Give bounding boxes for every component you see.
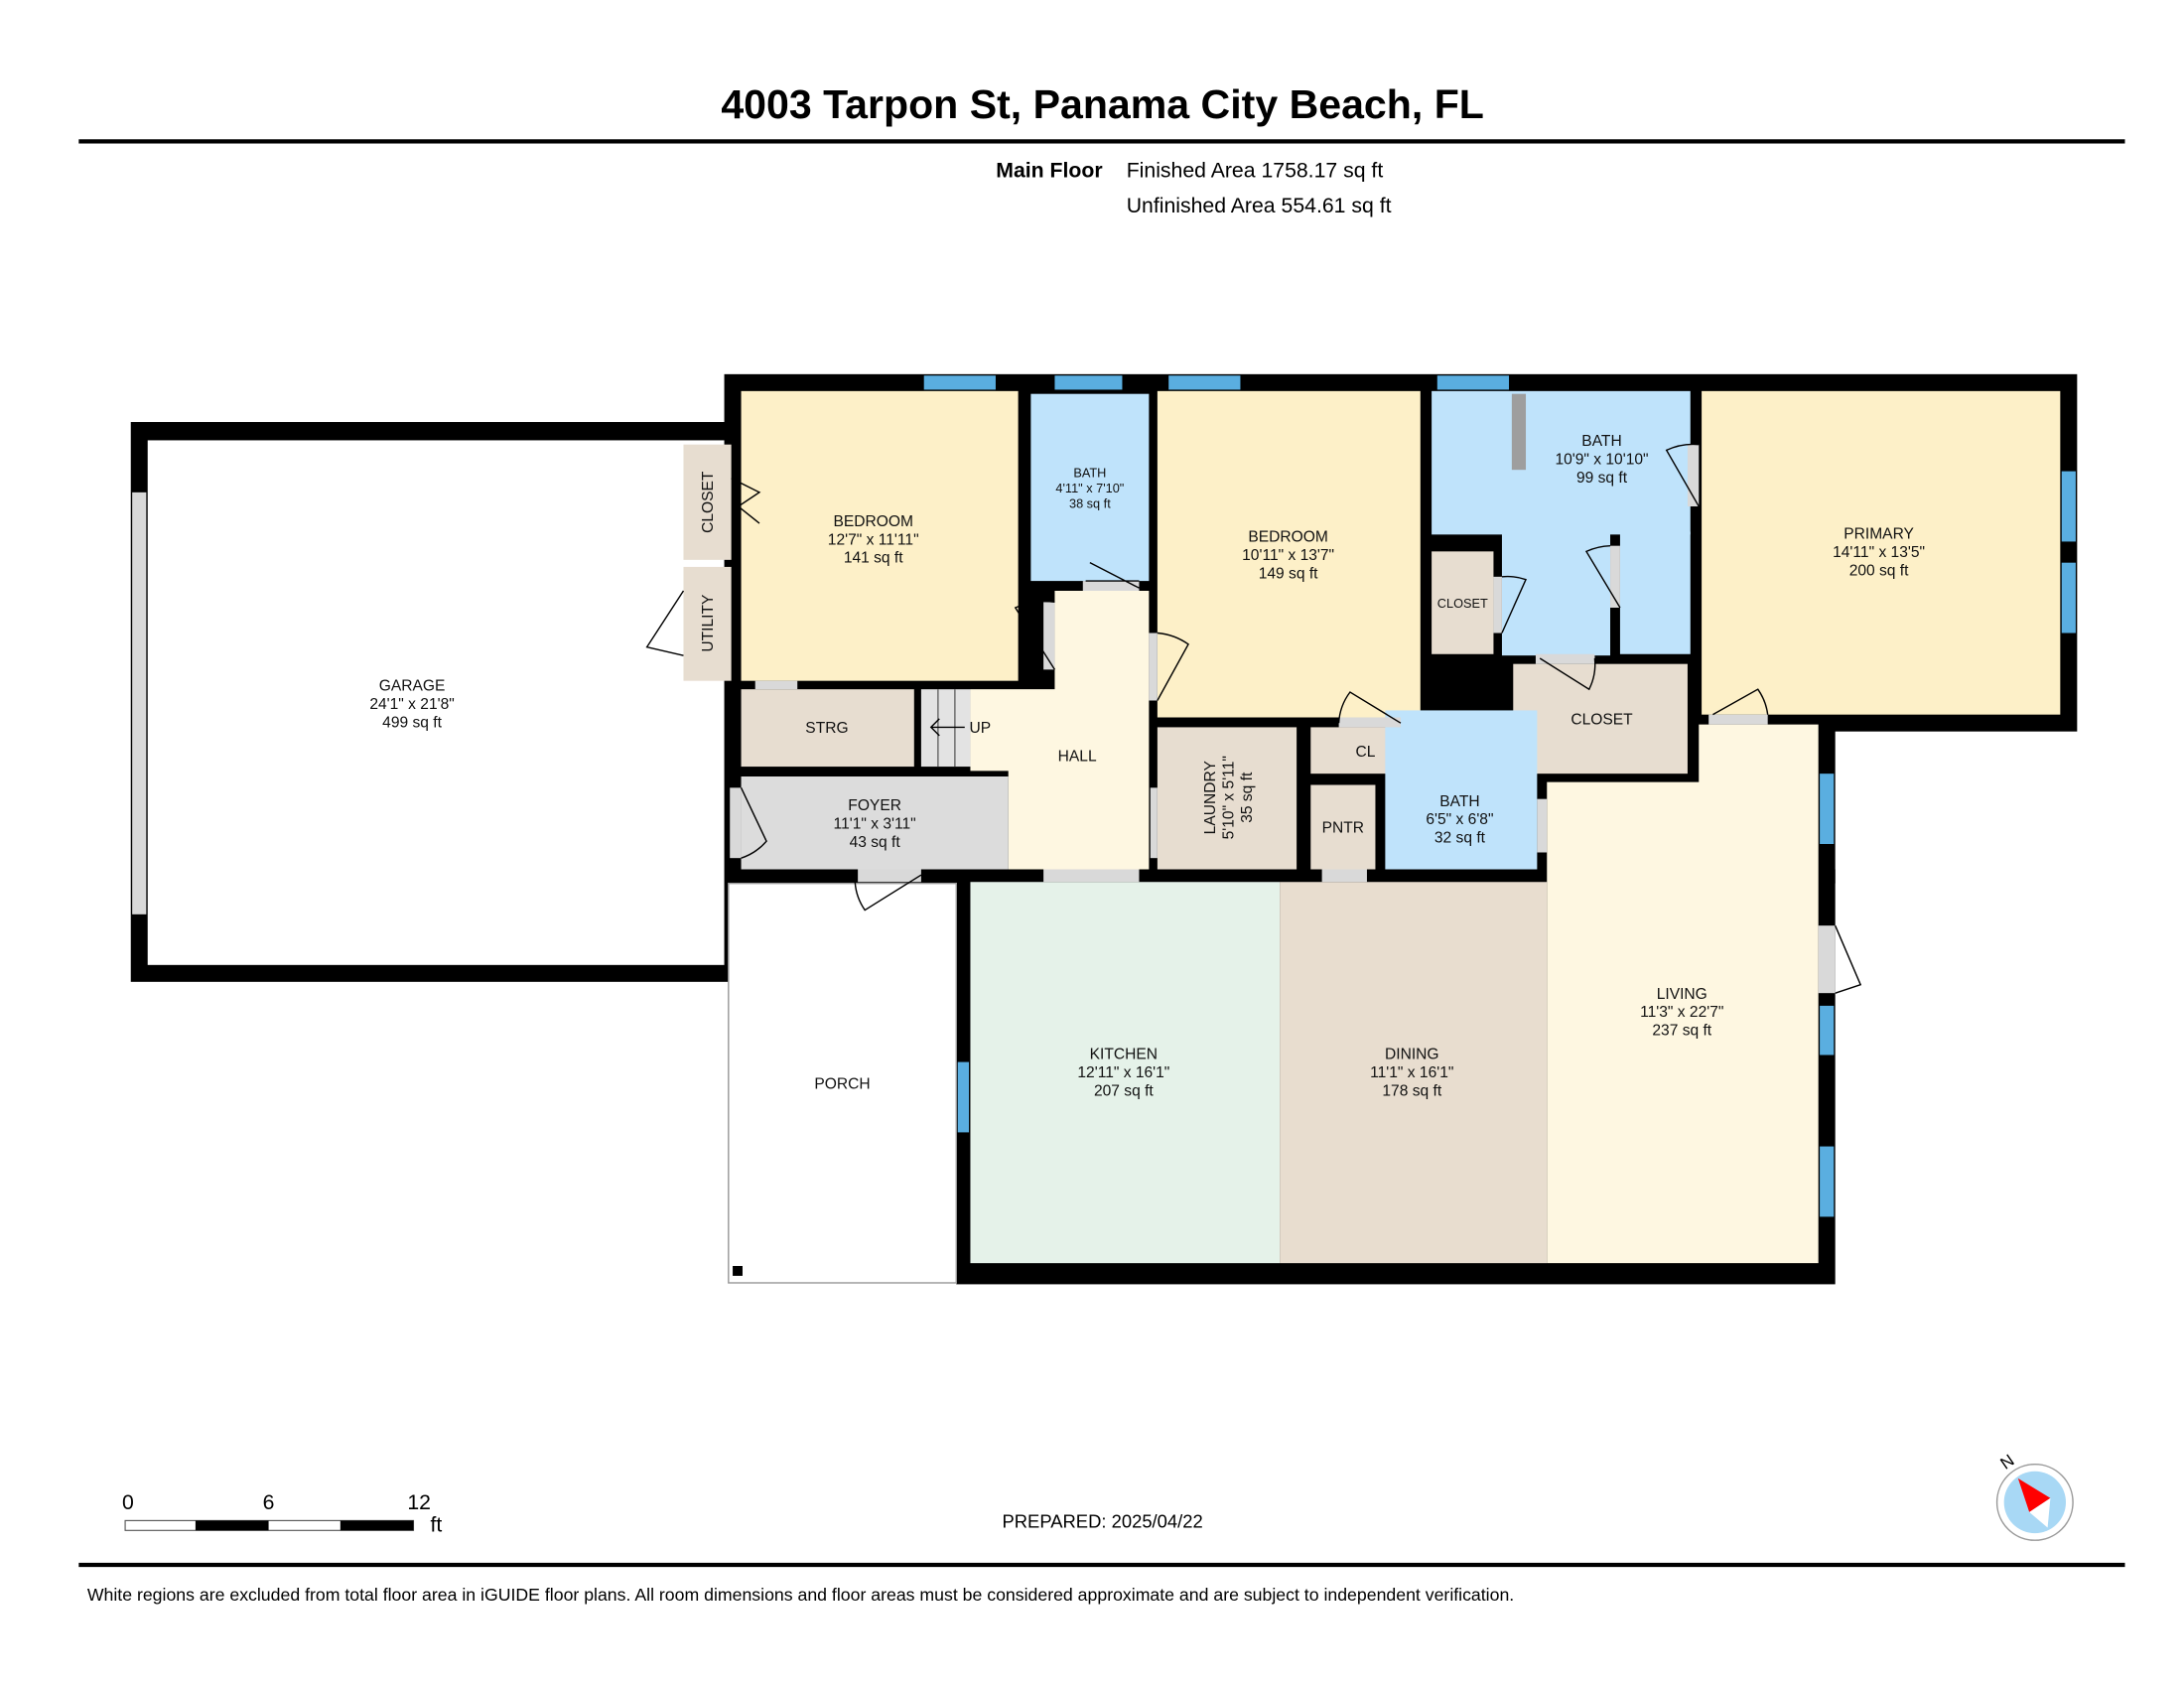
- porch-room: [728, 882, 958, 1284]
- closet-room-3: [1513, 663, 1688, 774]
- strg-room: [741, 689, 914, 768]
- bath1-area: 38 sq ft: [1069, 495, 1111, 510]
- finished-area: Finished Area 1758.17 sq ft: [1127, 159, 1384, 183]
- bedroom-room-2: [1157, 390, 1421, 718]
- bedroom2-area: 149 sq ft: [1259, 565, 1318, 582]
- utility-room: [683, 566, 732, 681]
- foyer-room: [741, 776, 1009, 870]
- doors: [645, 443, 1862, 994]
- compass-icon: N: [1995, 1451, 2074, 1541]
- living-dims: 11'3" x 22'7": [1640, 1004, 1723, 1021]
- laundry-area: 35 sq ft: [1239, 772, 1256, 823]
- garage-room: [147, 440, 725, 965]
- bath-room-2: [1432, 390, 1691, 535]
- foyer-name: FOYER: [848, 797, 901, 814]
- stairs-up-label: UP: [970, 720, 992, 737]
- bath-room-3: [1385, 710, 1538, 870]
- bath1-dims: 4'11" x 7'10": [1055, 481, 1124, 495]
- bath2-dims: 10'9" x 10'10": [1555, 452, 1648, 469]
- primary-area: 200 sq ft: [1849, 562, 1909, 579]
- footer-disclaimer: White regions are excluded from total fl…: [87, 1585, 1514, 1605]
- bedroom2-name: BEDROOM: [1248, 528, 1328, 545]
- strg-name: STRG: [805, 720, 848, 737]
- primary-room: [1702, 390, 2061, 715]
- porch-post: [733, 1265, 743, 1276]
- bath2-name: BATH: [1581, 433, 1621, 450]
- living-room: [1547, 724, 1819, 1264]
- scale-tick-12: 12: [407, 1490, 431, 1514]
- page-title: 4003 Tarpon St, Panama City Beach, FL: [721, 81, 1484, 127]
- header-divider: [78, 139, 2125, 144]
- bedroom2-dims: 10'11" x 13'7": [1242, 547, 1334, 564]
- stairs-arrow-icon: [929, 718, 965, 737]
- garage-dims: 24'1" x 21'8": [369, 696, 454, 713]
- foyer-dims: 11'1" x 3'11": [834, 815, 916, 832]
- closet1-name: CLOSET: [700, 471, 717, 533]
- pntr-name: PNTR: [1322, 820, 1364, 837]
- primary-name: PRIMARY: [1843, 526, 1914, 543]
- closet3-name: CLOSET: [1570, 712, 1633, 729]
- shower-wall: [1511, 393, 1527, 471]
- cl-name: CL: [1356, 744, 1376, 761]
- utility-name: UTILITY: [700, 594, 717, 652]
- unfinished-area: Unfinished Area 554.61 sq ft: [1127, 194, 1392, 217]
- closet-room-1: [683, 444, 732, 560]
- scale-bar: 0 6 12 ft: [122, 1490, 442, 1537]
- foyer-area: 43 sq ft: [850, 834, 901, 851]
- windows: [132, 375, 2076, 1217]
- bedroom1-name: BEDROOM: [833, 513, 913, 530]
- pntr-room: [1310, 784, 1376, 870]
- laundry-name: LAUNDRY: [1202, 761, 1219, 835]
- bath3-dims: 6'5" x 6'8": [1426, 811, 1493, 828]
- dining-name: DINING: [1385, 1047, 1439, 1063]
- bath-room-1: [1030, 393, 1150, 582]
- laundry-dims: 5'10" x 5'11": [1220, 756, 1237, 839]
- bath1-name: BATH: [1073, 465, 1106, 480]
- kitchen-dims: 12'11" x 16'1": [1077, 1064, 1169, 1081]
- dining-area: 178 sq ft: [1382, 1083, 1441, 1100]
- bath-room-2-lower: [1501, 531, 1611, 656]
- bath3-area: 32 sq ft: [1434, 830, 1486, 847]
- bath2-area: 99 sq ft: [1576, 470, 1628, 487]
- garage-area: 499 sq ft: [382, 714, 442, 731]
- prepared-date: PREPARED: 2025/04/22: [1002, 1510, 1202, 1531]
- closet-room-2: [1432, 551, 1494, 654]
- bath3-name: BATH: [1439, 793, 1479, 810]
- kitchen-room: [970, 882, 1281, 1264]
- living-area: 237 sq ft: [1652, 1023, 1711, 1040]
- dining-dims: 11'1" x 16'1": [1370, 1064, 1453, 1081]
- dining-room: [1280, 882, 1548, 1264]
- primary-dims: 14'11" x 13'5": [1833, 544, 1925, 561]
- bedroom-room-1: [741, 390, 1019, 681]
- hall-name: HALL: [1058, 748, 1097, 765]
- living-name: LIVING: [1657, 986, 1707, 1003]
- laundry-room: [1157, 727, 1297, 870]
- scale-tick-6: 6: [263, 1490, 275, 1514]
- garage-name: GARAGE: [379, 678, 446, 695]
- kitchen-name: KITCHEN: [1090, 1047, 1158, 1063]
- floor-label: Main Floor: [996, 159, 1102, 183]
- bath-room-2-nook: [1619, 531, 1691, 654]
- bedroom1-dims: 12'7" x 11'11": [828, 531, 919, 548]
- scale-unit: ft: [430, 1513, 442, 1537]
- scale-tick-0: 0: [122, 1490, 134, 1514]
- kitchen-area: 207 sq ft: [1094, 1083, 1154, 1100]
- closet2-name: CLOSET: [1437, 596, 1488, 611]
- footer-divider: [78, 1562, 2125, 1568]
- hall-room: [970, 591, 1150, 870]
- porch-name: PORCH: [814, 1075, 870, 1092]
- bedroom1-area: 141 sq ft: [844, 550, 903, 567]
